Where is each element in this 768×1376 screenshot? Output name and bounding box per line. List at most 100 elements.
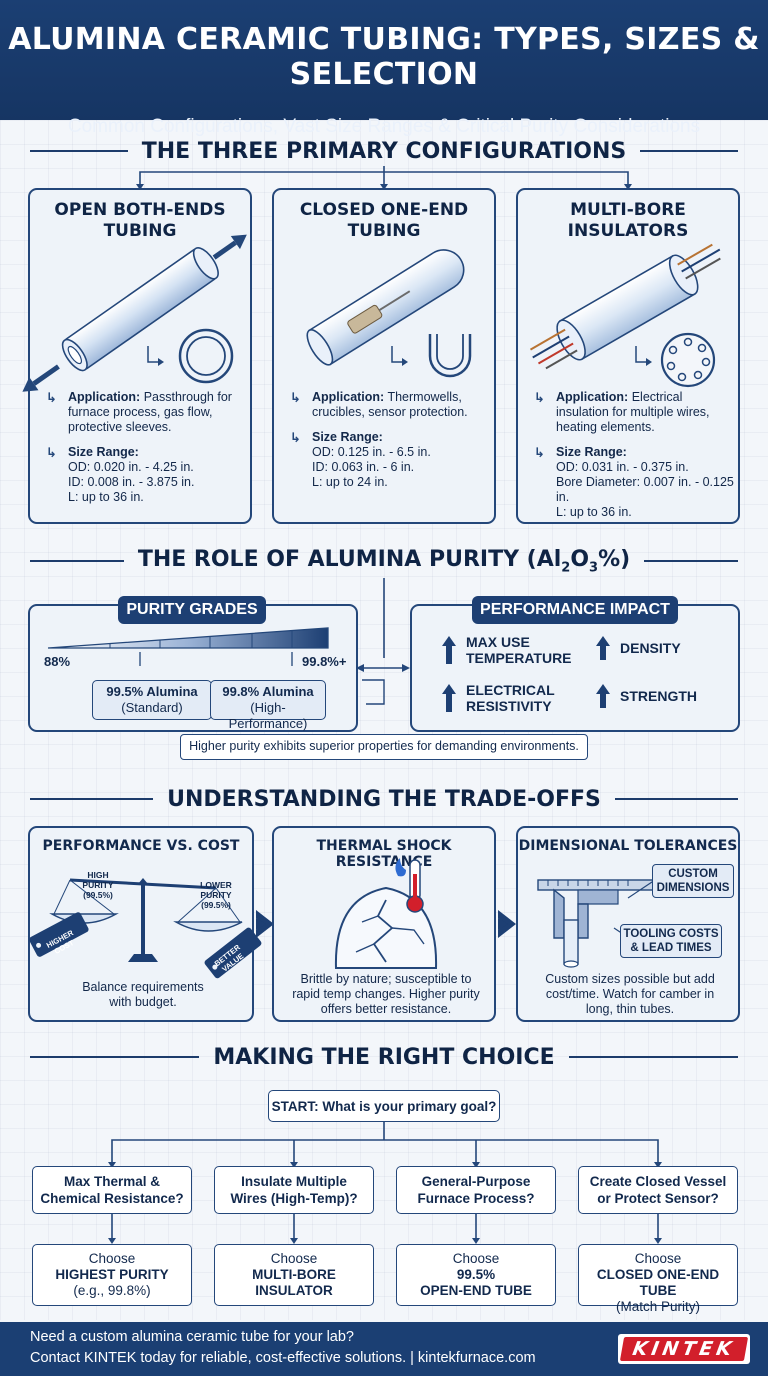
arrow-icon: ↳ [290,390,301,405]
title-rule-left [30,150,128,152]
size-id: ID: 0.063 in. - 6 in. [312,460,415,474]
size-label: Size Range: [312,430,383,444]
title-rule-left [30,1056,200,1058]
size-length: L: up to 36 in. [556,505,632,519]
pan-line: PURITY [200,890,232,900]
answer-line: (e.g., 99.8%) [73,1283,151,1298]
config-title-line1: CLOSED ONE-END [299,200,469,220]
answer-line: HIGHEST PURITY [55,1267,169,1282]
custom-dimensions-tag: CUSTOM DIMENSIONS [652,864,734,898]
up-arrow-icon [596,684,610,708]
impact-line: TEMPERATURE [466,650,572,666]
grade-high: 99.8% Alumina (High-Performance) [210,680,326,731]
tradeoff-title: PERFORMANCE VS. COST [42,838,240,854]
config-card-open-both-ends: OPEN BOTH-ENDS TUBING ↳ Application: Pas… [22,188,252,524]
size-label: Size Range: [556,445,627,459]
tradeoff-card-tolerances: DIMENSIONAL TOLERANCES CUSTOM DIMENSIONS… [516,826,740,1022]
decision-connectors [108,1122,662,1244]
answer-choose: Choose [270,1251,318,1266]
impact-line: MAX USE [466,634,530,650]
question-line: Wires (High-Temp)? [230,1191,358,1206]
balance-scale-illustration [29,878,262,979]
tradeoff-text-line: Brittle by nature; susceptible to [300,972,472,986]
answer-open-end: Choose 99.5% OPEN-END TUBE [396,1244,556,1306]
answer-choose: Choose [88,1251,136,1266]
config-title: OPEN BOTH-ENDS TUBING [30,200,250,242]
grade-standard: 99.5% Alumina (Standard) [92,680,212,720]
page-title: ALUMINA CERAMIC TUBING: TYPES, SIZES & S… [8,22,760,92]
answer-closed-one-end: Choose CLOSED ONE-END TUBE (Match Purity… [578,1244,738,1314]
tradeoff-text: Custom sizes possible but add cost/time.… [518,972,742,1017]
answer-choose: Choose [452,1251,500,1266]
tradeoff-text-line: rapid temp changes. Higher purity [292,987,480,1001]
purity-heading-part: THE ROLE OF ALUMINA PURITY (Al [137,546,562,572]
tradeoff-text: Brittle by nature; susceptible to rapid … [274,972,498,1017]
title-rule-right [568,1056,738,1058]
answer-line: OPEN-END TUBE [420,1283,532,1298]
cracked-ceramic-illustration [334,858,438,969]
tradeoff-text-line: Balance requirements [82,980,204,994]
page-footer: Need a custom alumina ceramic tube for y… [0,1322,768,1376]
caliper-illustration [537,877,669,968]
arrow-icon: ↳ [534,390,545,405]
up-arrow-icon [442,684,456,712]
kintek-logo[interactable]: KINTEK [618,1334,750,1364]
size-row: ↳ Size Range: OD: 0.031 in. - 0.375 in. … [530,445,738,520]
pan-line: PURITY [82,880,114,890]
question-thermal: Max Thermal &Chemical Resistance? [32,1166,192,1214]
size-od: OD: 0.031 in. - 0.375 in. [556,460,689,474]
config-details: ↳ Application: Electrical insulation for… [530,390,738,520]
footer-contact-link[interactable]: Contact KINTEK today for reliable, cost-… [30,1350,536,1366]
purity-note: Higher purity exhibits superior properti… [180,734,588,760]
grade-standard-value: 99.5% Alumina [106,684,198,699]
footer-line1: Need a custom alumina ceramic tube for y… [30,1329,354,1345]
closed-tube-illustration [306,249,472,378]
section-title-purity: THE ROLE OF ALUMINA PURITY (Al2O3%) [0,544,768,578]
tradeoff-text-line: Custom sizes possible but add [545,972,715,986]
arrow-icon: ↳ [46,445,57,460]
pan-line: HIGH [87,870,109,880]
pan-line: (99.5%) [201,900,231,910]
section-heading: MAKING THE RIGHT CHOICE [213,1044,555,1070]
tradeoff-text-line: long, thin tubes. [585,1002,675,1016]
application-text: Passthrough for furnace process, gas flo… [68,390,232,434]
tag-line: & LEAD TIMES [630,942,712,954]
config-connectors [136,166,632,190]
purity-grades-pill: PURITY GRADES [118,596,266,624]
purity-high-label: 99.8%+ [302,654,347,669]
config-title: MULTI-BORE INSULATORS [518,200,738,242]
application-text: Thermowells, crucibles, sensor protectio… [312,390,468,419]
application-text: Electrical insulation for multiple wires… [556,390,710,434]
size-row: ↳ Size Range: OD: 0.020 in. - 4.25 in. I… [42,445,246,505]
up-arrow-icon [596,636,610,660]
tradeoff-text-line: cost/time. Watch for camber in [545,987,715,1001]
config-card-closed-one-end: CLOSED ONE-END TUBING ↳ Application: The… [272,188,496,524]
left-pan-label: HIGH PURITY (99.5%) [70,870,126,900]
purity-low-label: 88% [44,654,71,669]
section-heading: UNDERSTANDING THE TRADE-OFFS [167,786,601,812]
impact-line: RESISTIVITY [466,698,552,714]
application-row: ↳ Application: Passthrough for furnace p… [42,390,246,435]
tag-line: DIMENSIONS [656,882,730,894]
grade-high-label: (High-Performance) [228,700,308,731]
purity-gradient-bar [47,627,329,666]
logo-text: KINTEK [619,1337,749,1361]
tradeoff-text: Balance requirements with budget. [30,980,256,1010]
arrow-icon: ↳ [290,430,301,445]
size-label: Size Range: [68,445,139,459]
size-bore: Bore Diameter: 0.007 in. - 0.125 in. [556,475,734,504]
grade-standard-label: (Standard) [121,700,183,715]
chevron-right-icon [498,910,516,938]
config-title-line2: INSULATORS [567,221,689,241]
size-row: ↳ Size Range: OD: 0.125 in. - 6.5 in. ID… [286,430,490,490]
question-line: General-Purpose [421,1174,531,1189]
application-label: Application: [312,390,385,404]
application-label: Application: [68,390,141,404]
grade-high-value: 99.8% Alumina [222,684,314,699]
question-line: Furnace Process? [417,1191,535,1206]
tradeoff-card-thermal: THERMAL SHOCK RESISTANCE Brittle by natu… [272,826,496,1022]
